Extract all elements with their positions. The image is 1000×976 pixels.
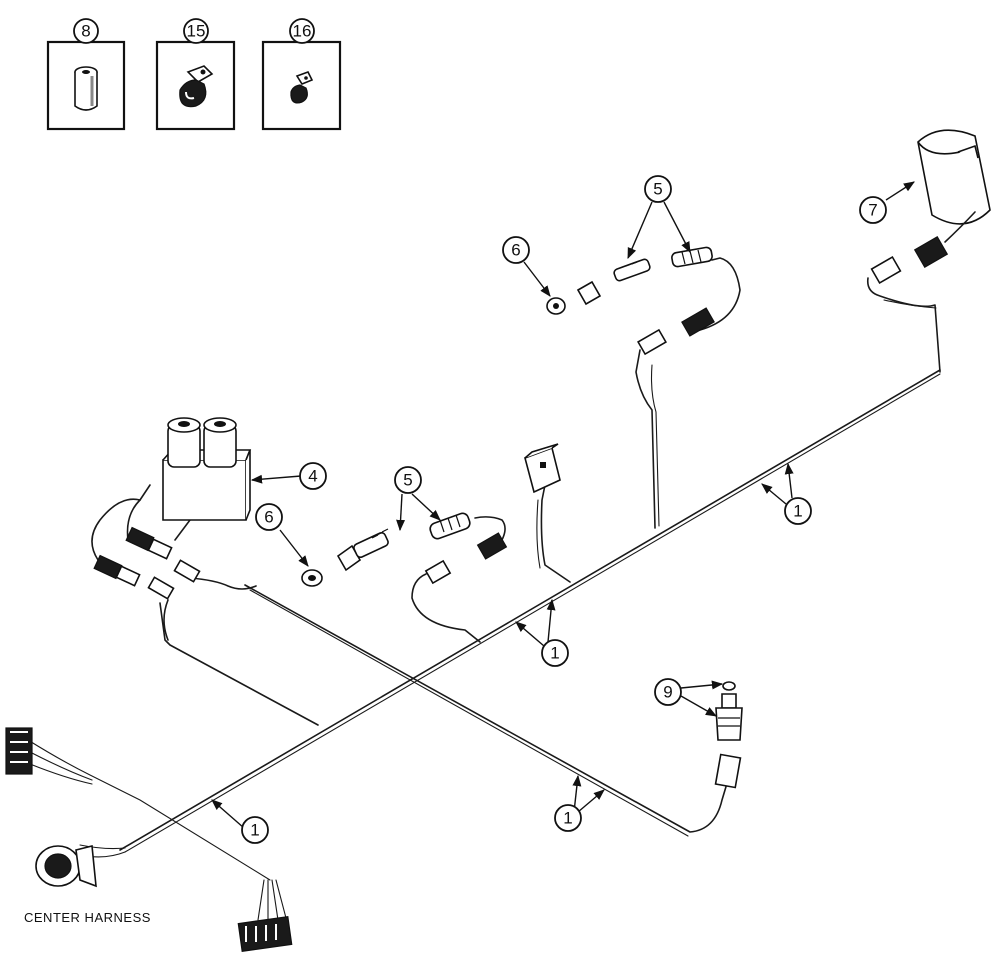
callout-label: 1 <box>563 809 572 828</box>
callout-1-right: 1 <box>761 462 812 525</box>
callout-label: 1 <box>550 644 559 663</box>
callout-label: 4 <box>308 467 317 486</box>
large-clip-icon <box>179 65 214 108</box>
callout-5-lower: 5 <box>394 466 441 532</box>
callout-label: 9 <box>663 683 672 702</box>
callout-6-upper: 6 <box>502 236 551 297</box>
callout-4: 4 <box>250 462 327 490</box>
callout-label: 5 <box>403 471 412 490</box>
harness-wires <box>27 257 941 923</box>
callout-label: 6 <box>511 241 520 260</box>
relay-connector <box>524 443 561 494</box>
lower-sender-assembly <box>301 512 508 587</box>
legend-item-16: 16 <box>261 18 342 131</box>
alarm-buzzer <box>870 129 991 285</box>
callout-7: 7 <box>859 181 915 224</box>
legend-number-16: 16 <box>293 22 312 41</box>
callout-5-upper: 5 <box>627 175 691 260</box>
center-harness-label: CENTER HARNESS <box>24 910 151 925</box>
main-trunk-wire <box>119 369 941 851</box>
center-harness-connectors <box>5 727 293 953</box>
upper-sender-assembly <box>546 246 715 356</box>
legend-item-15: 15 <box>155 18 236 131</box>
callout-label: 7 <box>868 201 877 220</box>
temperature-sender <box>714 681 743 789</box>
callout-1-center: 1 <box>515 598 569 667</box>
callout-label: 5 <box>653 180 662 199</box>
callout-label: 1 <box>250 821 259 840</box>
legend-number-15: 15 <box>187 22 206 41</box>
legend-number-8: 8 <box>81 22 90 41</box>
callout-6-lower: 6 <box>255 503 309 567</box>
solenoid-valve-block <box>93 417 252 600</box>
callout-label: 1 <box>793 502 802 521</box>
spacer-icon <box>74 66 98 111</box>
callout-1-lower-right: 1 <box>554 774 605 832</box>
callout-label: 6 <box>264 508 273 527</box>
legend-item-8: 8 <box>46 18 126 131</box>
callout-9: 9 <box>654 678 724 717</box>
callout-1-lower-left: 1 <box>211 799 269 844</box>
small-clip-icon <box>290 71 314 104</box>
